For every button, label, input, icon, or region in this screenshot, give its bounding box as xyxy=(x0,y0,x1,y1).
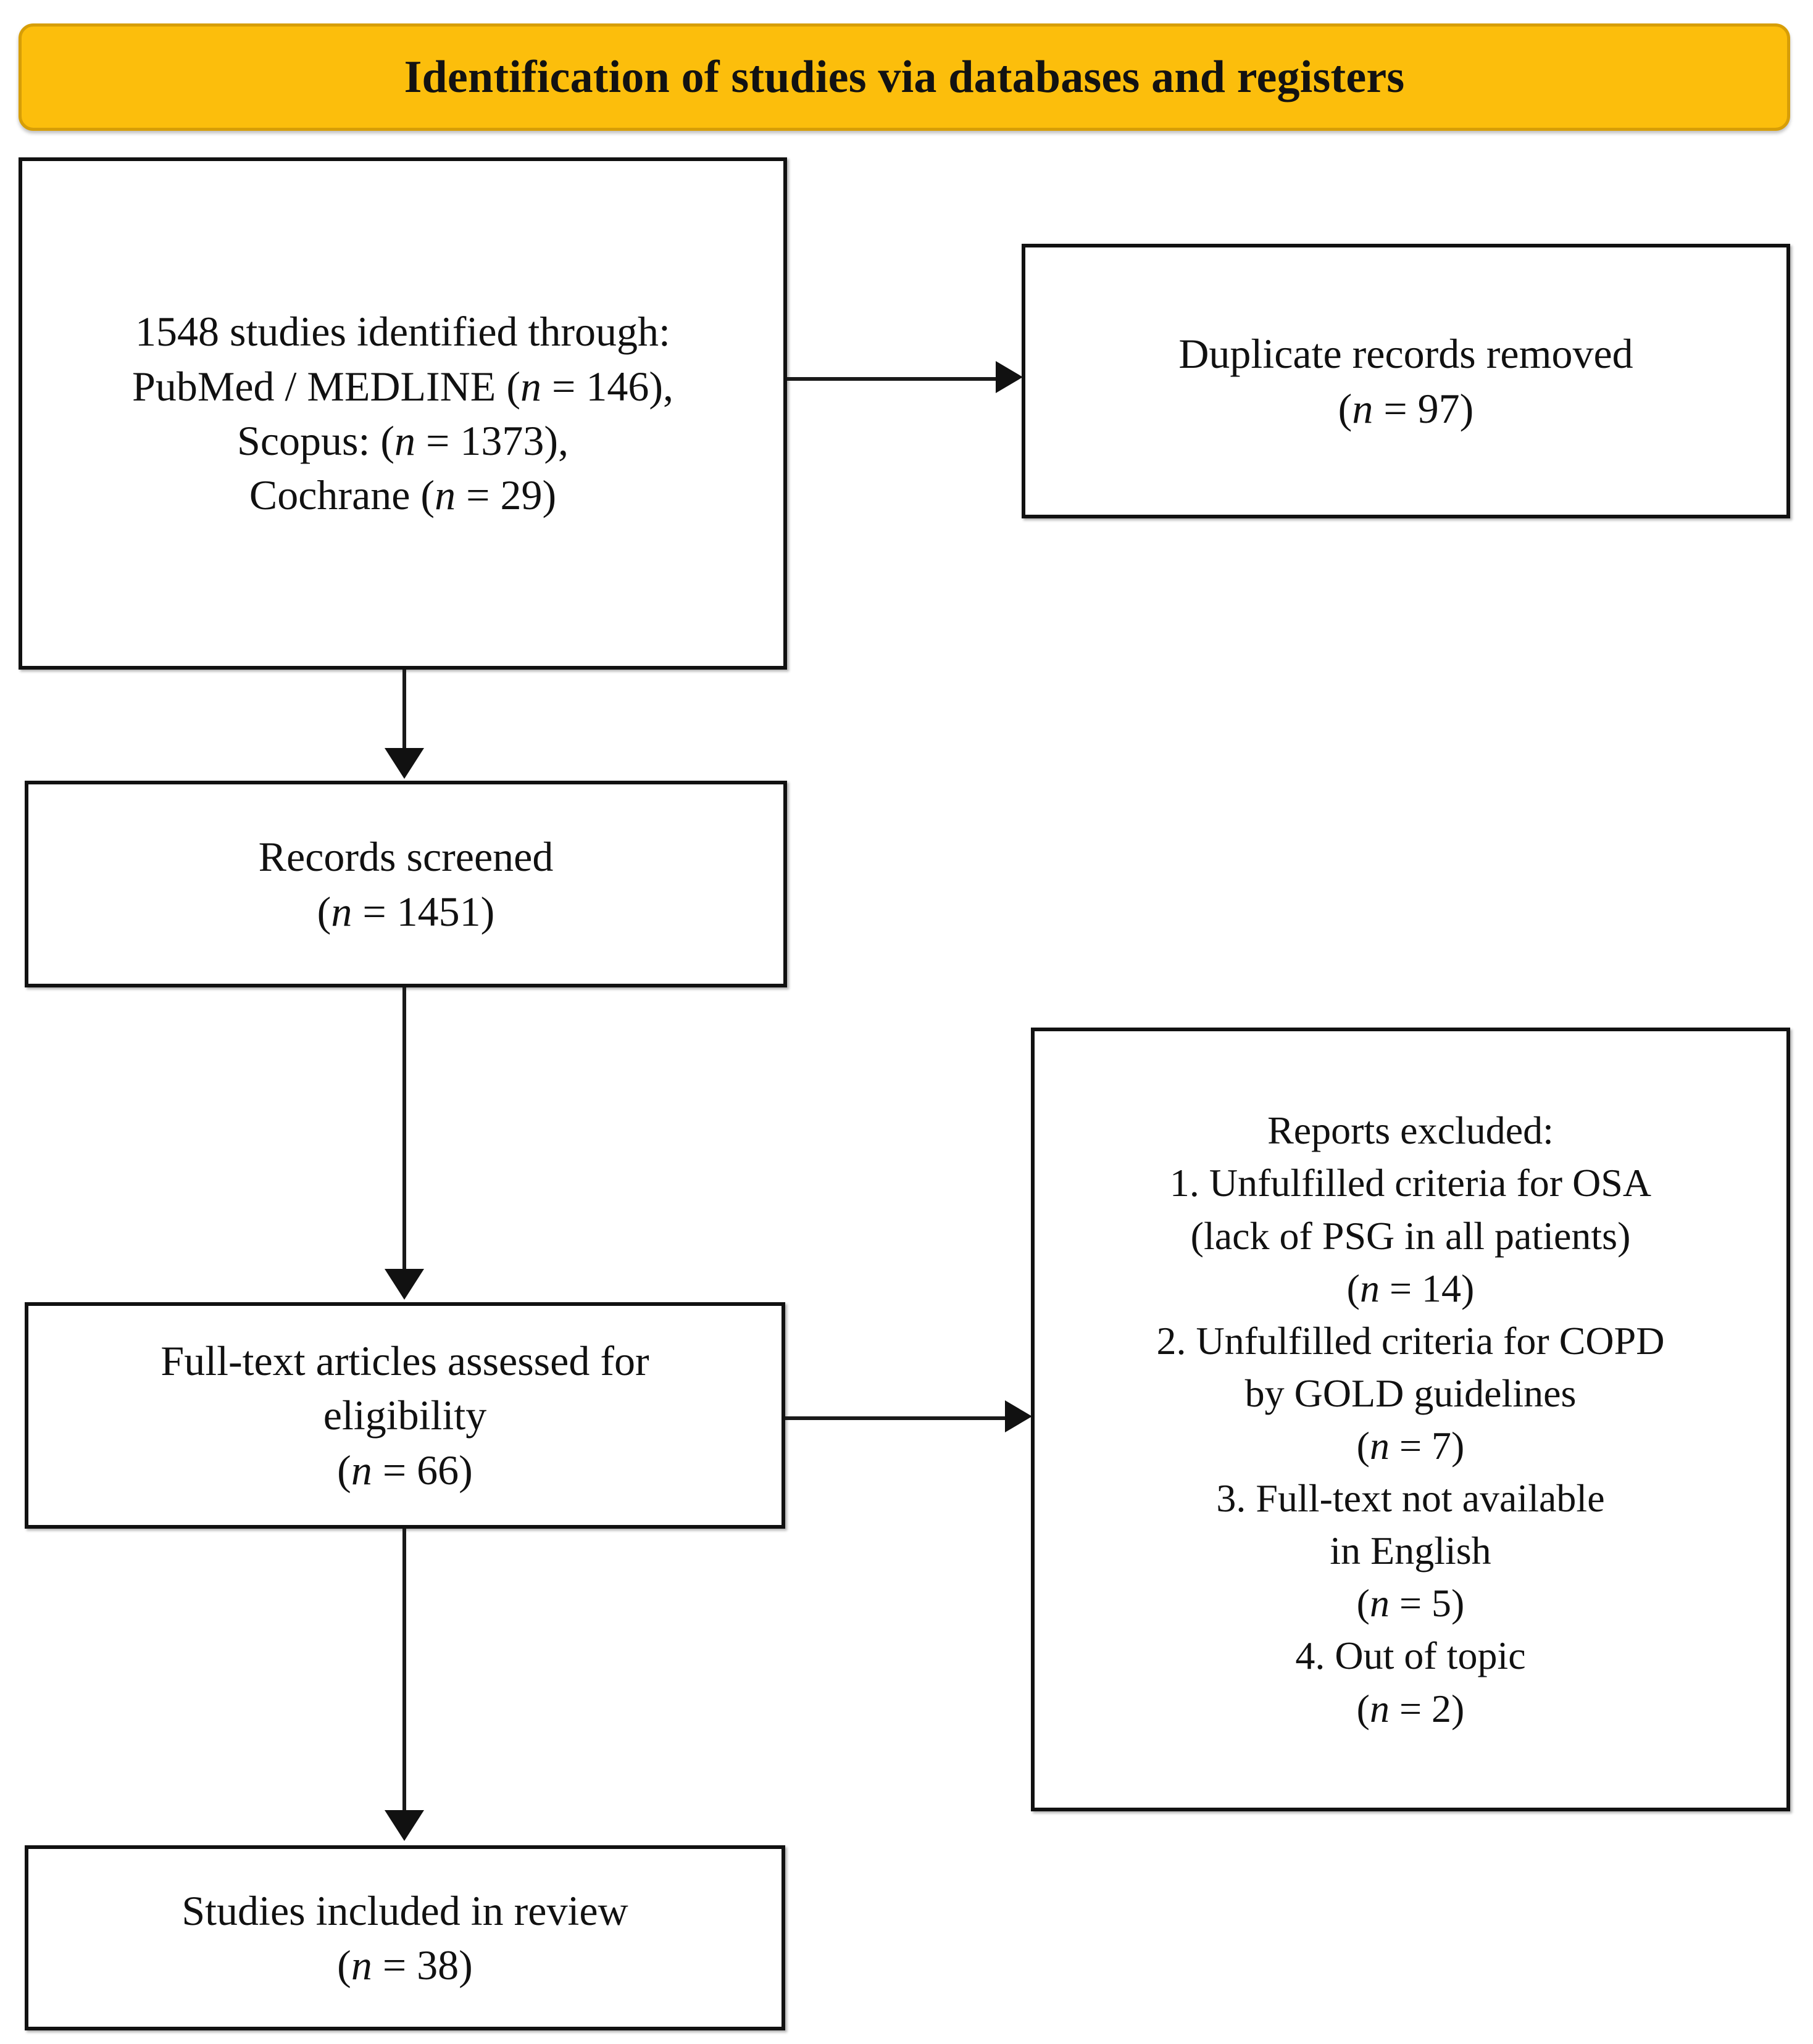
reports-excluded-reason-2-line-1: 2. Unfulfilled criteria for COPD xyxy=(1156,1318,1665,1363)
reports-excluded-reason-1-line-1: 1. Unfulfilled criteria for OSA xyxy=(1169,1161,1652,1205)
records-identified-line-4: Cochrane (n = 29) xyxy=(249,472,557,519)
records-identified-text: 1548 studies identified through: PubMed … xyxy=(22,304,783,523)
connector-screened-to-fulltext-line xyxy=(402,987,406,1270)
box-studies-included-in-review: Studies included in review (n = 38) xyxy=(25,1845,785,2030)
box-full-text-articles-assessed: Full-text articles assessed for eligibil… xyxy=(25,1302,785,1529)
records-identified-line-2: PubMed / MEDLINE (n = 146), xyxy=(132,362,673,410)
reports-excluded-reason-4-line-1: 4. Out of topic xyxy=(1295,1634,1526,1678)
box-records-identified: 1548 studies identified through: PubMed … xyxy=(19,157,787,670)
arrow-down-icon-identified-to-screened xyxy=(385,748,424,779)
reports-excluded-reason-3-line-2: in English xyxy=(1330,1529,1491,1573)
duplicate-records-text: Duplicate records removed (n = 97) xyxy=(1025,326,1786,436)
banner-title: Identification of studies via databases … xyxy=(404,51,1405,102)
full-text-assessed-line-1: Full-text articles assessed for xyxy=(160,1337,649,1384)
connector-identified-to-duplicates-line xyxy=(787,377,997,381)
full-text-assessed-text: Full-text articles assessed for eligibil… xyxy=(28,1334,781,1497)
box-reports-excluded: Reports excluded: 1. Unfulfilled criteri… xyxy=(1031,1028,1790,1811)
records-identified-line-1: 1548 studies identified through: xyxy=(135,308,670,355)
arrow-down-icon-screened-to-fulltext xyxy=(385,1269,424,1300)
reports-excluded-heading: Reports excluded: xyxy=(1267,1108,1554,1153)
reports-excluded-reason-2-count: (n = 7) xyxy=(1356,1424,1465,1468)
records-identified-line-3: Scopus: (n = 1373), xyxy=(237,417,569,464)
connector-identified-to-screened-line xyxy=(402,670,406,750)
records-screened-text: Records screened (n = 1451) xyxy=(28,829,783,939)
studies-included-text: Studies included in review (n = 38) xyxy=(28,1884,781,1993)
reports-excluded-reason-1-count: (n = 14) xyxy=(1346,1266,1475,1310)
reports-excluded-reason-2-line-2: by GOLD guidelines xyxy=(1244,1371,1577,1415)
duplicate-records-line-1: Duplicate records removed xyxy=(1178,330,1633,378)
reports-excluded-reason-1-line-2: (lack of PSG in all patients) xyxy=(1190,1213,1631,1258)
reports-excluded-reason-3-count: (n = 5) xyxy=(1356,1581,1465,1626)
records-screened-line-2: (n = 1451) xyxy=(317,887,495,935)
duplicate-records-line-2: (n = 97) xyxy=(1338,384,1474,432)
full-text-assessed-line-3: (n = 66) xyxy=(337,1446,473,1494)
full-text-assessed-line-2: eligibility xyxy=(323,1392,487,1439)
studies-included-line-2: (n = 38) xyxy=(337,1942,473,1988)
connector-fulltext-to-included-line xyxy=(402,1529,406,1811)
reports-excluded-reason-3-line-1: 3. Full-text not available xyxy=(1216,1476,1605,1521)
arrow-down-icon-fulltext-to-included xyxy=(385,1810,424,1841)
connector-fulltext-to-excluded-line xyxy=(785,1416,1006,1420)
arrow-right-icon-identified-to-duplicates xyxy=(996,361,1023,393)
box-records-screened: Records screened (n = 1451) xyxy=(25,781,787,987)
records-screened-line-1: Records screened xyxy=(258,833,554,881)
studies-included-line-1: Studies included in review xyxy=(181,1887,628,1934)
diagram-header-banner: Identification of studies via databases … xyxy=(19,23,1790,131)
box-duplicate-records-removed: Duplicate records removed (n = 97) xyxy=(1022,244,1790,518)
reports-excluded-text: Reports excluded: 1. Unfulfilled criteri… xyxy=(1035,1104,1786,1734)
reports-excluded-reason-4-count: (n = 2) xyxy=(1356,1686,1465,1730)
arrow-right-icon-fulltext-to-excluded xyxy=(1005,1400,1032,1432)
